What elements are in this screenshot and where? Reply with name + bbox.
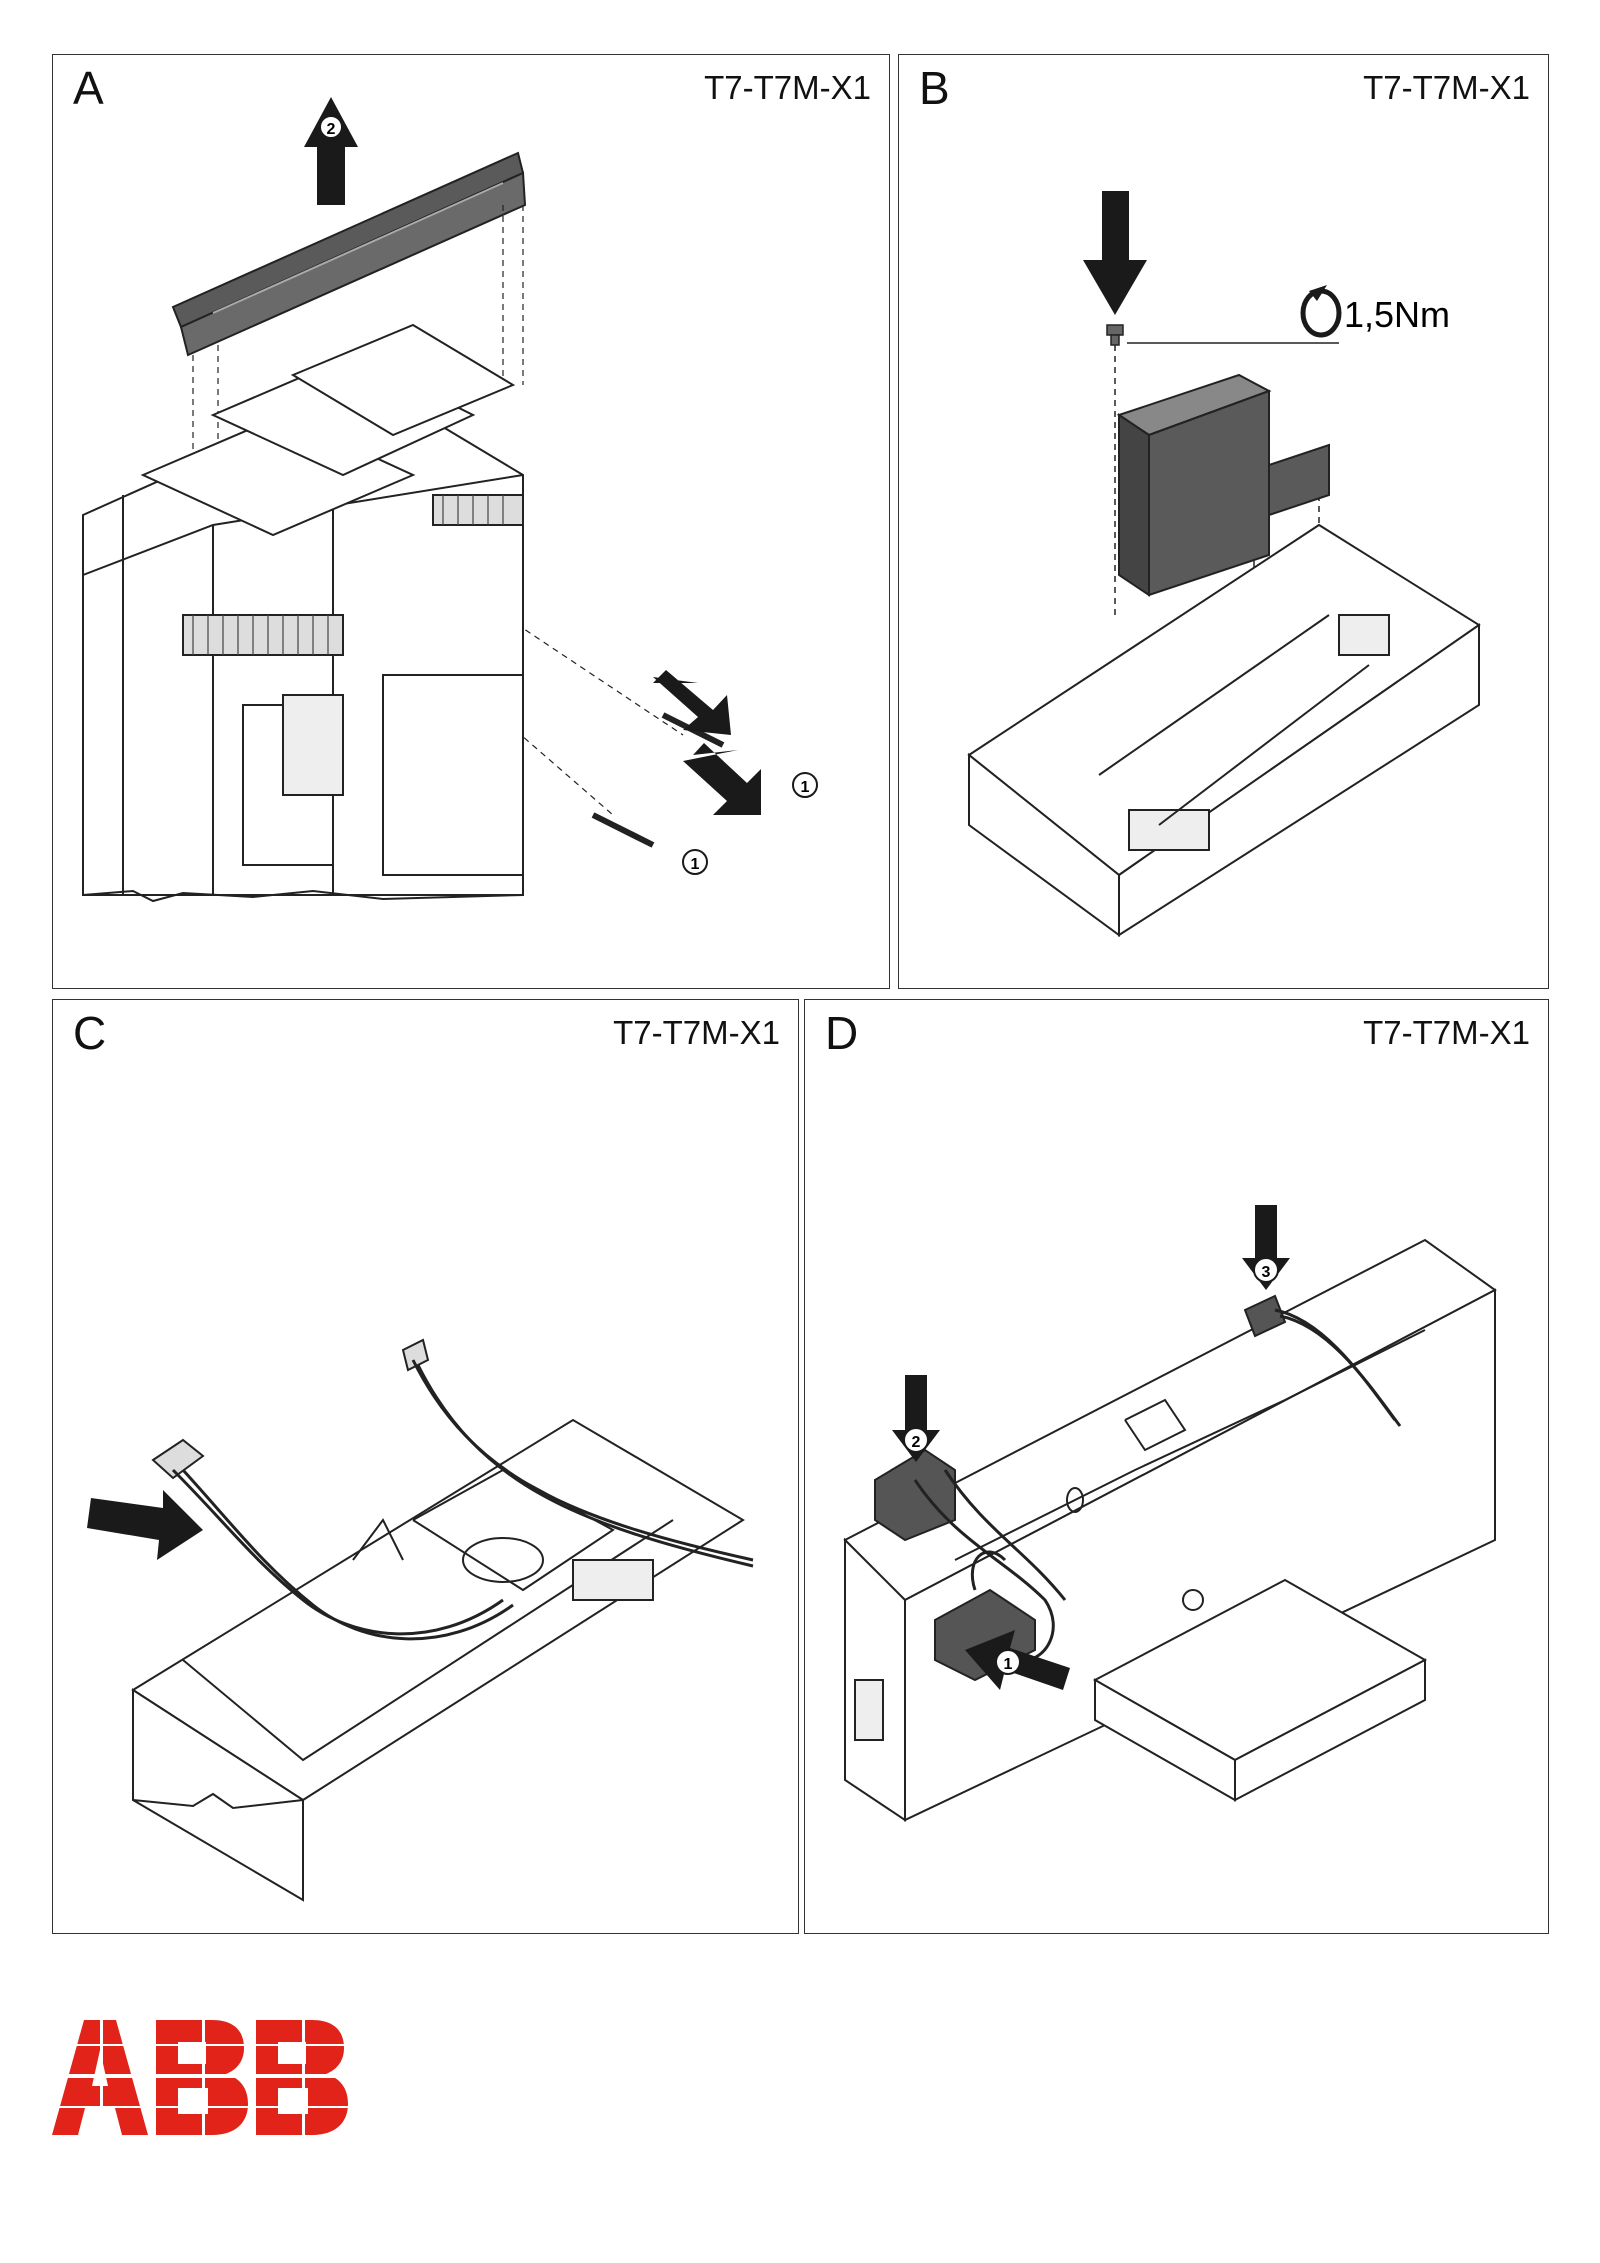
terminal-cover — [171, 151, 525, 329]
panel-letter: A — [73, 62, 104, 114]
panel-model-label: T7-T7M-X1 — [704, 69, 871, 106]
panel-c-illustration — [87, 1338, 754, 1902]
panel-letter: B — [919, 62, 950, 114]
down-arrow-icon — [1083, 191, 1147, 315]
right-arrow-icon — [87, 1490, 203, 1560]
base-housing — [967, 523, 1481, 937]
step-number: 1 — [691, 856, 700, 873]
dark-module — [1116, 373, 1330, 597]
panel-a: A T7-T7M-X1 — [52, 54, 890, 989]
panel-b-illustration: 1,5Nm — [967, 191, 1481, 937]
panel-model-label: T7-T7M-X1 — [613, 1014, 780, 1051]
step-number: 1 — [1004, 1656, 1013, 1673]
torque-value: 1,5Nm — [1344, 294, 1450, 335]
step-number: 3 — [1262, 1264, 1271, 1281]
panel-letter: C — [73, 1007, 107, 1059]
panel-d-illustration: 2 3 1 — [843, 1205, 1497, 1822]
up-arrow-icon — [304, 97, 358, 205]
diagonal-arrow-icon — [653, 670, 761, 815]
step-number: 1 — [801, 779, 810, 796]
screw — [1106, 324, 1124, 346]
panel-model-label: T7-T7M-X1 — [1363, 1014, 1530, 1051]
panel-a-illustration: 2 1 1 — [82, 97, 818, 903]
step-number: 2 — [912, 1434, 921, 1451]
abb-logo-icon — [52, 2020, 352, 2135]
base-housing — [131, 1418, 745, 1802]
panel-d: D T7-T7M-X1 — [804, 999, 1549, 1934]
panel-b: B T7-T7M-X1 1,5Nm — [898, 54, 1549, 989]
panel-c: C T7-T7M-X1 — [52, 999, 799, 1934]
torque-rotation-icon — [1300, 288, 1342, 338]
panel-letter: D — [825, 1007, 859, 1059]
screw — [591, 812, 655, 848]
panel-model-label: T7-T7M-X1 — [1363, 69, 1530, 106]
step-number: 2 — [327, 121, 336, 138]
connector — [1243, 1294, 1287, 1338]
